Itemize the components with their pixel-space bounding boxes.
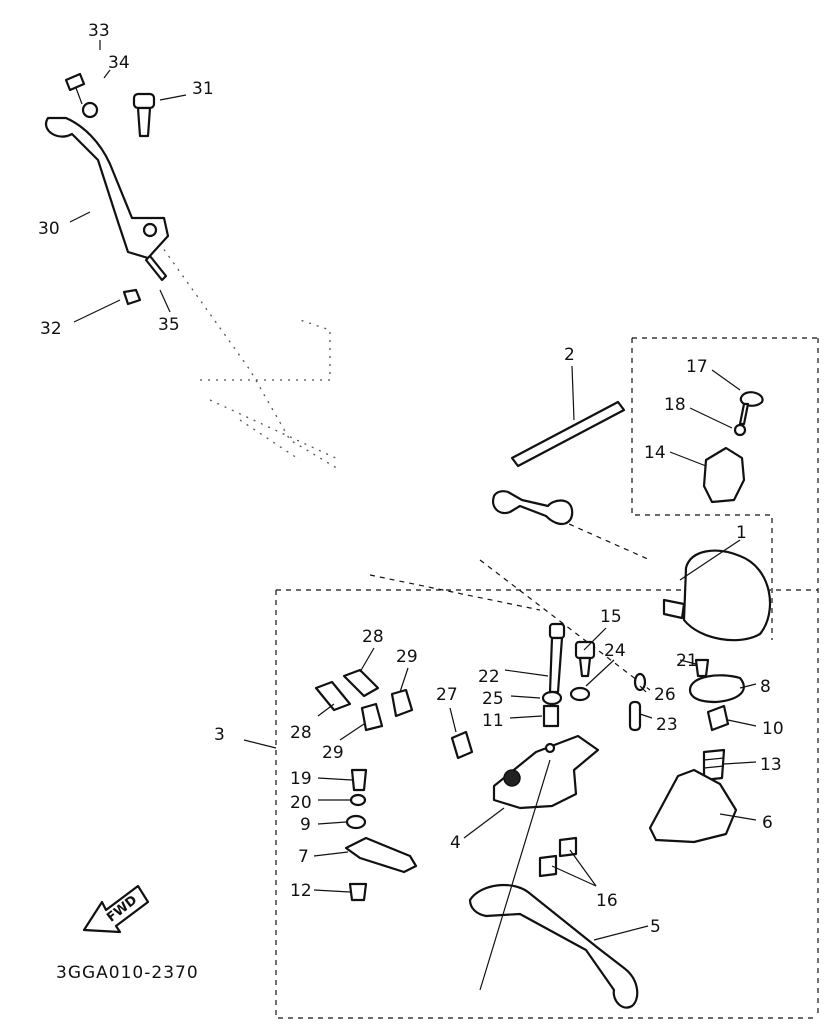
callout-29b: 29 [322,743,344,763]
collar-11-icon [542,704,560,728]
housing-14-icon [702,446,746,504]
screw-28a-icon [342,668,380,698]
callout-34: 34 [108,53,130,73]
callout-31: 31 [192,79,214,99]
nut-34-icon [81,101,99,119]
callout-3: 3 [214,725,225,745]
callout-26: 26 [654,685,676,705]
cable-2-icon [492,400,626,526]
screw-17-icon [738,391,764,426]
bolt-33-icon [64,72,86,105]
sleeve-27-icon [450,730,474,760]
switch-body-6-icon [648,768,738,844]
washer-20-icon [349,793,367,807]
callout-13: 13 [760,755,782,775]
callout-23: 23 [656,715,678,735]
bolt-31-icon [132,92,156,138]
callout-27: 27 [436,685,458,705]
nut-32-icon [122,288,142,306]
callout-17: 17 [686,357,708,377]
callout-14: 14 [644,443,666,463]
callout-2: 2 [564,345,575,365]
washer-18-icon [733,423,747,437]
switch-body-1-icon [662,549,772,642]
bolt-19-icon [350,768,368,792]
pin-35-icon [144,254,168,282]
nut-16a-icon [558,836,578,858]
pin-26-icon [633,672,647,692]
callout-7: 7 [298,847,309,867]
callout-22: 22 [478,667,500,687]
washer-24-icon [569,686,591,702]
callout-5: 5 [650,917,661,937]
cap-29a-icon [390,688,414,718]
cap-29b-icon [360,702,384,732]
callout-32: 32 [40,319,62,339]
callout-9: 9 [300,815,311,835]
callout-28b: 28 [290,723,312,743]
callout-6: 6 [762,813,773,833]
spring-13-icon [702,748,726,782]
callout-4: 4 [450,833,461,853]
callout-11: 11 [482,711,504,731]
bolt-15-icon [574,640,596,678]
fwd-arrow-icon [82,884,150,934]
brake-lever-5-icon [468,884,639,1009]
plunger-10-icon [706,704,730,732]
nut-12-icon [348,882,368,902]
leader-lines [69,40,757,991]
callout-19: 19 [290,769,312,789]
callout-33: 33 [88,21,110,41]
bolt-22-icon [548,622,566,694]
callout-16: 16 [596,891,618,911]
washer-25-icon [541,690,563,706]
callout-25: 25 [482,689,504,709]
nut-16b-icon [538,854,558,878]
callout-12: 12 [290,881,312,901]
clutch-lever-upper [45,116,170,260]
handlebar-ghost-outline [149,229,341,471]
callout-15: 15 [600,607,622,627]
callout-29a: 29 [396,647,418,667]
callout-24: 24 [604,641,626,661]
callout-30: 30 [38,219,60,239]
callout-10: 10 [762,719,784,739]
plate-8-icon [688,674,745,704]
callout-28a: 28 [362,627,384,647]
pin-23-icon [628,700,642,732]
callout-1: 1 [736,523,747,543]
callout-20: 20 [290,793,312,813]
screw-21-icon [694,658,710,678]
callout-8: 8 [760,677,771,697]
washer-9-icon [345,814,367,830]
callout-labels: 33 34 31 30 32 35 2 17 18 14 1 15 24 28 … [38,21,784,937]
plate-7-icon [344,836,418,874]
callout-21: 21 [676,651,698,671]
screw-28b-icon [314,680,352,712]
callout-18: 18 [664,395,686,415]
catalog-code: 3GGA010-2370 [56,963,199,983]
callout-35: 35 [158,315,180,335]
